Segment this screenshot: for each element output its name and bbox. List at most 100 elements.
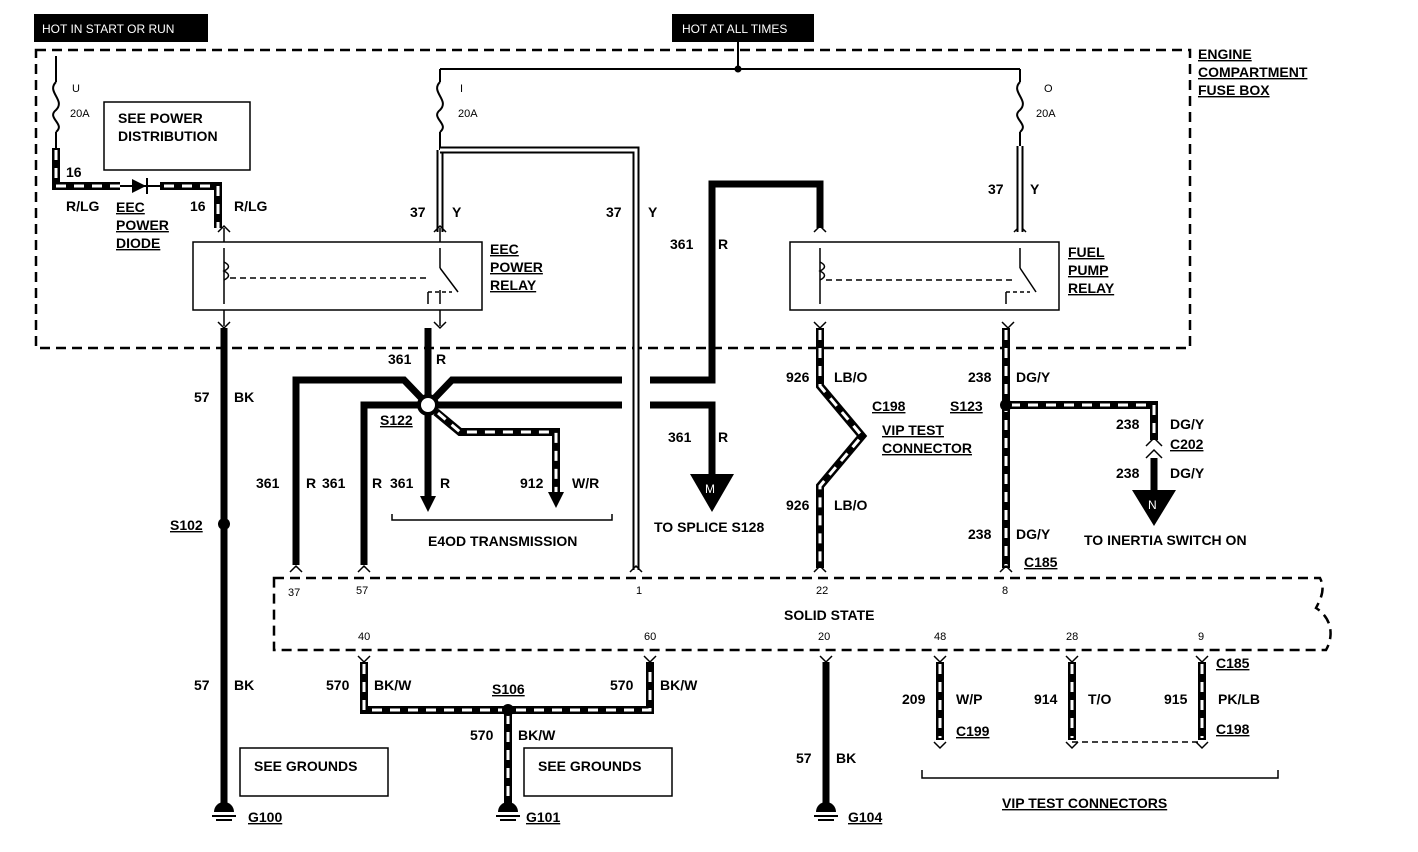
fuse-box-label-1: ENGINE: [1198, 46, 1252, 62]
vip-test-connectors-label: VIP TEST CONNECTORS: [1002, 795, 1167, 811]
solid-state-label: SOLID STATE: [784, 607, 874, 623]
eec-relay-label-2: POWER: [490, 259, 543, 275]
wire-926-a-number: 926: [786, 369, 810, 385]
wire-570-a-number: 570: [326, 677, 350, 693]
wire-926-b-number: 926: [786, 497, 810, 513]
wire-570-c-number: 570: [470, 727, 494, 743]
connector-c198-a: C198: [872, 398, 906, 414]
e4od-label: E4OD TRANSMISSION: [428, 533, 577, 549]
wire-361-d-number: 361: [322, 475, 346, 491]
to-splice-s128: TO SPLICE S128: [654, 519, 764, 535]
wire-926-lbo: [816, 328, 868, 568]
wire-914-number: 914: [1034, 691, 1058, 707]
fuse-o-rating: 20A: [1036, 108, 1056, 120]
wire-915-number: 915: [1164, 691, 1188, 707]
wire-16-a-color: R/LG: [66, 198, 100, 214]
wire-361-d-color: R: [372, 475, 382, 491]
splice-s106-dot: [502, 704, 514, 716]
fuse-box-outline: [34, 48, 1192, 350]
pin-1: 1: [636, 585, 642, 597]
wire-570-c-color: BK/W: [518, 727, 556, 743]
wire-926-b-color: LB/O: [834, 497, 868, 513]
fuse-o: O 20A: [1016, 81, 1056, 146]
wire-16-b-color: R/LG: [234, 198, 268, 214]
eec-relay-label-1: EEC: [490, 241, 519, 257]
header-start-run: [34, 14, 208, 42]
ground-g104-label: G104: [848, 809, 882, 825]
header-all-times: [672, 14, 814, 42]
wire-238-d-color: DG/Y: [1016, 526, 1051, 542]
splice-s102-dot: [218, 518, 230, 530]
wire-570-b-number: 570: [610, 677, 634, 693]
fuel-relay-label-2: PUMP: [1068, 262, 1108, 278]
pin-20: 20: [818, 631, 830, 643]
diode-label-1: EEC: [116, 199, 145, 215]
wire-57-a-number: 57: [194, 389, 210, 405]
wire-912-color: W/R: [572, 475, 599, 491]
wire-238-c-color: DG/Y: [1170, 465, 1205, 481]
wire-361-e-number: 361: [390, 475, 414, 491]
pin-37: 37: [288, 587, 300, 599]
wire-361-f-color: R: [718, 429, 728, 445]
splice-s106-label: S106: [492, 681, 525, 697]
fuse-i: I 20A: [436, 81, 478, 150]
see-power-distribution-box: [103, 101, 251, 171]
ground-icon-g101: [496, 802, 520, 821]
see-grounds-box-1: [239, 747, 389, 797]
fuse-i-letter: I: [460, 83, 463, 95]
connector-c185-b: C185: [1216, 655, 1250, 671]
see-power-distribution-1: SEE POWER: [118, 110, 203, 126]
wire-912-number: 912: [520, 475, 544, 491]
wire-57-c-number: 57: [796, 750, 812, 766]
pin-22: 22: [816, 585, 828, 597]
ground-g101-label: G101: [526, 809, 560, 825]
see-grounds-box-2: [523, 747, 673, 797]
module-pin-marks: [289, 564, 1209, 664]
pin-60: 60: [644, 631, 656, 643]
wire-361-c-color: R: [306, 475, 316, 491]
wire-570-b-color: BK/W: [660, 677, 698, 693]
fuse-i-rating: 20A: [458, 108, 478, 120]
pin-9: 9: [1198, 631, 1204, 643]
wire-238-a-color: DG/Y: [1016, 369, 1051, 385]
wire-912-wr: [433, 408, 564, 508]
connector-c185-a: C185: [1024, 554, 1058, 570]
pin-8: 8: [1002, 585, 1008, 597]
diode-label-3: DIODE: [116, 235, 160, 251]
splice-s123-label: S123: [950, 398, 983, 414]
diode-icon: [132, 179, 146, 193]
arrow-n: [1132, 490, 1176, 526]
wire-57-c-color: BK: [836, 750, 856, 766]
connector-c198-b: C198: [1216, 721, 1250, 737]
wire-570-a-color: BK/W: [374, 677, 412, 693]
ground-icon-g104: [814, 802, 838, 821]
vip-connectors-bracket: [921, 770, 1279, 779]
wire-16-rlg: [52, 148, 222, 228]
wire-238-c-number: 238: [1116, 465, 1140, 481]
see-power-distribution-2: DISTRIBUTION: [118, 128, 218, 144]
wire-361-a-color: R: [718, 236, 728, 252]
splice-s122-dot: [417, 394, 439, 416]
wire-915-color: PK/LB: [1218, 691, 1260, 707]
vip-test-connector-1: VIP TEST: [882, 422, 944, 438]
wire-361-e-color: R: [440, 475, 450, 491]
wire-16-b-number: 16: [190, 198, 206, 214]
fuel-pump-relay: [789, 224, 1060, 330]
arrow-m-label: M: [705, 482, 715, 496]
wire-238-d-number: 238: [968, 526, 992, 542]
see-grounds-2: SEE GROUNDS: [538, 758, 641, 774]
wire-37-a-color: Y: [452, 204, 462, 220]
wire-361-f-number: 361: [668, 429, 692, 445]
wire-57-b-number: 57: [194, 677, 210, 693]
e4od-bracket: [391, 514, 613, 521]
vip-test-connector-2: CONNECTOR: [882, 440, 972, 456]
connector-c199: C199: [956, 723, 990, 739]
wire-37-c-number: 37: [988, 181, 1004, 197]
pin-28: 28: [1066, 631, 1078, 643]
wire-37-b-color: Y: [648, 204, 658, 220]
to-inertia-switch: TO INERTIA SWITCH ON: [1084, 532, 1247, 548]
fuse-box-label-2: COMPARTMENT: [1198, 64, 1308, 80]
diode-label-2: POWER: [116, 217, 169, 233]
solid-state-module: [272, 576, 1332, 652]
